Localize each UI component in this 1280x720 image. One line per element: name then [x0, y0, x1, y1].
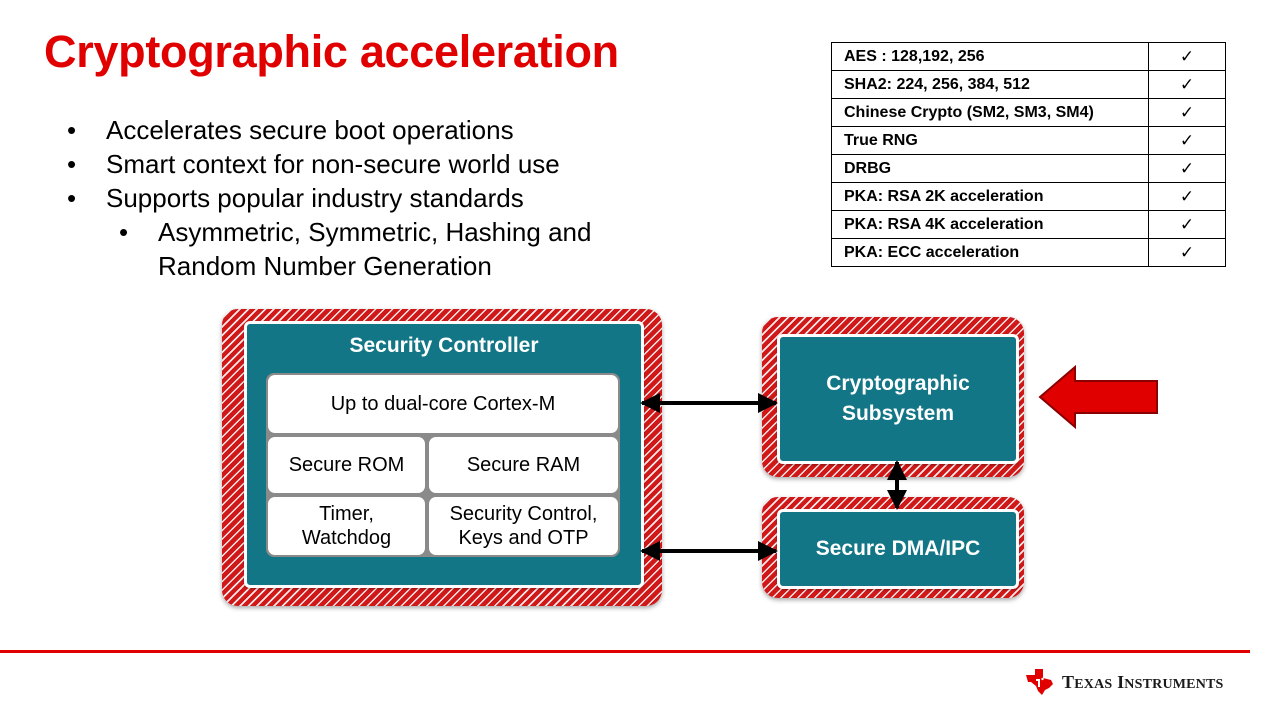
keys-otp-label: Keys and OTP [458, 527, 589, 549]
sub-bullet-line: Random Number Generation [158, 251, 492, 281]
bullet-dot: • [67, 149, 77, 179]
logo-word2-initial: I [1117, 671, 1125, 692]
crypto-subsystem-block: Cryptographic Subsystem [777, 334, 1019, 464]
bullet-text: Smart context for non-secure world use [106, 149, 560, 179]
bullet-dot: • [67, 183, 77, 213]
logo-word1-rest: EXAS [1074, 676, 1113, 692]
table-row: PKA: ECC acceleration ✓ [831, 238, 1226, 267]
pointer-arrow-icon [1038, 364, 1158, 430]
check-icon: ✓ [1148, 182, 1226, 211]
check-icon: ✓ [1148, 98, 1226, 127]
check-icon: ✓ [1148, 238, 1226, 267]
bullet-text: Supports popular industry standards [106, 183, 524, 213]
crypto-subsystem-label-1: Cryptographic [826, 372, 970, 395]
timer-label: Timer, [319, 503, 374, 525]
watchdog-label: Watchdog [301, 527, 392, 549]
bullet-dot: • [67, 115, 77, 145]
bullet-item: • Supports popular industry standards [62, 181, 662, 215]
sub-bullet-item: • Asymmetric, Symmetric, Hashing and Ran… [62, 215, 662, 283]
table-row: PKA: RSA 4K acceleration ✓ [831, 210, 1226, 239]
security-controller-title: Security Controller [349, 334, 539, 357]
feature-name: PKA: RSA 2K acceleration [831, 182, 1149, 211]
table-row: PKA: RSA 2K acceleration ✓ [831, 182, 1226, 211]
ti-state-icon [1026, 669, 1053, 695]
secure-rom-cell: Secure ROM [268, 437, 425, 493]
secure-ram-cell: Secure RAM [429, 437, 618, 493]
bullet-item: • Smart context for non-secure world use [62, 147, 662, 181]
logo-word2-rest: NSTRUMENTS [1124, 676, 1224, 692]
cortex-label: Up to dual-core Cortex-M [330, 393, 556, 415]
check-icon: ✓ [1148, 154, 1226, 183]
logo-word1-initial: T [1062, 671, 1075, 692]
footer-divider [0, 650, 1250, 653]
table-row: SHA2: 224, 256, 384, 512 ✓ [831, 70, 1226, 99]
timer-watchdog-cell: Timer, Watchdog [268, 497, 425, 555]
feature-name: SHA2: 224, 256, 384, 512 [831, 70, 1149, 99]
secure-dma-block: Secure DMA/IPC [777, 509, 1019, 589]
bullet-text: Accelerates secure boot operations [106, 115, 514, 145]
feature-name: Chinese Crypto (SM2, SM3, SM4) [831, 98, 1149, 127]
secure-dma-label: Secure DMA/IPC [815, 537, 981, 560]
sub-bullet-line: Asymmetric, Symmetric, Hashing and [158, 217, 592, 247]
cortex-cell: Up to dual-core Cortex-M [268, 375, 618, 433]
page-title: Cryptographic acceleration [44, 26, 619, 77]
table-row: Chinese Crypto (SM2, SM3, SM4) ✓ [831, 98, 1226, 127]
bullet-dot: • [119, 217, 129, 247]
check-icon: ✓ [1148, 70, 1226, 99]
check-icon: ✓ [1148, 126, 1226, 155]
feature-table: AES : 128,192, 256 ✓ SHA2: 224, 256, 384… [831, 42, 1226, 267]
bullet-list: • Accelerates secure boot operations • S… [62, 113, 662, 283]
security-control-cell: Security Control, Keys and OTP [429, 497, 618, 555]
secure-rom-label: Secure ROM [288, 454, 405, 476]
secure-ram-label: Secure RAM [466, 454, 581, 476]
security-control-label: Security Control, [449, 503, 598, 525]
crypto-subsystem-label-2: Subsystem [841, 402, 955, 425]
texas-instruments-logo: TEXAS INSTRUMENTS [1024, 668, 1224, 696]
feature-name: PKA: ECC acceleration [831, 238, 1149, 267]
bullet-item: • Accelerates secure boot operations [62, 113, 662, 147]
security-controller-grid: Up to dual-core Cortex-M Secure ROM Secu… [266, 373, 620, 557]
